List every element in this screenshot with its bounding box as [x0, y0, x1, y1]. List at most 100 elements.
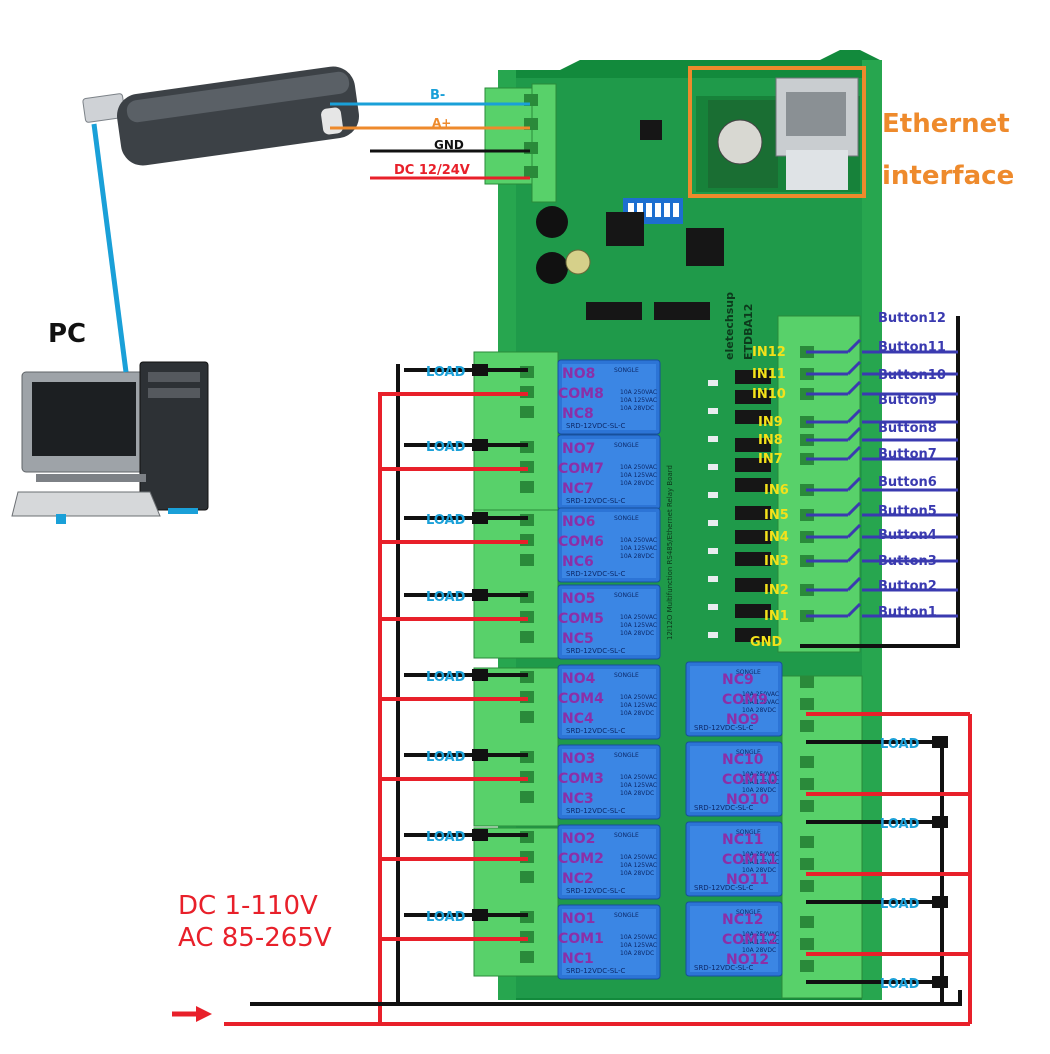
input-label: IN9: [758, 415, 783, 430]
relay-no-label: NO4: [562, 671, 596, 687]
relay-nc-label: NC12: [722, 912, 763, 928]
button-switch-icon: [846, 602, 862, 618]
input-label: IN6: [764, 483, 789, 498]
chip-2: [586, 302, 642, 320]
load-label: LOAD: [426, 590, 466, 605]
relay-spec-text: 10A 28VDC: [620, 480, 654, 487]
relay-spec-text: 10A 125VAC: [620, 942, 657, 949]
power-a-label: A+: [432, 116, 451, 130]
input-label: IN7: [758, 452, 783, 467]
load-resistor-icon: [932, 816, 948, 828]
relay-nc-label: NC4: [562, 711, 594, 727]
relay-com-label: COM8: [558, 386, 604, 402]
button-label: Button5: [878, 504, 937, 519]
usb-cable: [91, 123, 129, 373]
relay-nc-label: NC10: [722, 752, 764, 768]
relay-spec-text: 10A 28VDC: [620, 950, 654, 957]
button-switch-icon: [846, 547, 862, 563]
relay-brand-text: SONGLE: [736, 909, 761, 916]
load-resistor-icon: [472, 364, 488, 376]
input-label: IN1: [764, 609, 789, 624]
relay-no-label: NO3: [562, 751, 595, 767]
relay-spec-text: 10A 250VAC: [620, 464, 657, 471]
relay-spec-text: 10A 250VAC: [620, 389, 657, 396]
relay-com-label: COM11: [722, 852, 778, 868]
relay-spec-text: 10A 250VAC: [742, 771, 779, 778]
relay-spec-text: 10A 250VAC: [620, 537, 657, 544]
relay-nc-label: NC6: [562, 554, 594, 570]
relay-brand-text: SONGLE: [614, 367, 639, 374]
relay-spec-text: 10A 28VDC: [620, 553, 654, 560]
power-gnd-label: GND: [434, 138, 464, 152]
relay-model-text: SRD-12VDC-SL-C: [694, 884, 753, 892]
load-label: LOAD: [426, 513, 466, 528]
relay-no-label: NO1: [562, 911, 595, 927]
relay-no-label: NO10: [726, 792, 769, 808]
relay-brand-text: SONGLE: [736, 829, 761, 836]
chip-3: [654, 302, 710, 320]
relay-model-text: SRD-12VDC-SL-C: [694, 724, 753, 732]
relay-no-label: NO12: [726, 952, 769, 968]
load-resistor-icon: [932, 976, 948, 988]
button-label: Button1: [878, 605, 937, 620]
supply-label-line2: AC 85-265V: [178, 923, 332, 953]
relay-spec-text: 10A 250VAC: [742, 691, 779, 698]
relay-brand-text: SONGLE: [614, 752, 639, 759]
input-label: IN4: [764, 530, 789, 545]
button-label: Button6: [878, 475, 937, 490]
load-label: LOAD: [426, 670, 466, 685]
relay-spec-text: 10A 125VAC: [742, 779, 779, 786]
relay-brand-text: SONGLE: [614, 672, 639, 679]
button-label: Button12: [878, 311, 946, 326]
relay-no-label: NO5: [562, 591, 595, 607]
input-common-wire: [800, 316, 960, 648]
pc-computer-icon: [11, 361, 209, 524]
gnd-label: GND: [750, 635, 783, 650]
board-description: 12I12O Multifunction RS485/Ethernet Rela…: [666, 465, 674, 640]
left-terminal-block: [473, 351, 559, 511]
power-b-label: B-: [430, 88, 445, 103]
relay-brand-text: SONGLE: [614, 832, 639, 839]
relay-com-label: COM3: [558, 771, 604, 787]
button-label: Button3: [878, 554, 937, 569]
relay-spec-text: 10A 125VAC: [620, 622, 657, 629]
load-label: LOAD: [426, 830, 466, 845]
relay-spec-text: 10A 28VDC: [742, 947, 776, 954]
button-label: Button10: [878, 368, 946, 383]
load-label: LOAD: [880, 817, 920, 832]
relay-spec-text: 10A 250VAC: [620, 774, 657, 781]
relay-spec-text: 10A 28VDC: [620, 790, 654, 797]
load-resistor-icon: [932, 896, 948, 908]
button-switch-icon: [846, 523, 862, 539]
relay-model-text: SRD-12VDC-SL-C: [566, 647, 625, 655]
left-terminal-block: [473, 827, 559, 977]
load-resistor-icon: [472, 669, 488, 681]
relay-spec-text: 10A 28VDC: [620, 405, 654, 412]
load-label: LOAD: [880, 737, 920, 752]
board-model: ETDBA12: [742, 304, 755, 360]
button-label: Button11: [878, 340, 946, 355]
button-switch-icon: [846, 576, 862, 592]
relay-model-text: SRD-12VDC-SL-C: [566, 422, 625, 430]
relay-spec-text: 10A 28VDC: [620, 710, 654, 717]
button-label: Button4: [878, 528, 937, 543]
button-label: Button7: [878, 447, 937, 462]
relay-spec-text: 10A 250VAC: [620, 614, 657, 621]
relay-spec-text: 10A 250VAC: [742, 931, 779, 938]
left-terminal-block: [473, 509, 559, 659]
load-resistor-icon: [472, 829, 488, 841]
input-label: IN8: [758, 433, 783, 448]
relay-spec-text: 10A 28VDC: [742, 787, 776, 794]
relay-nc-label: NC11: [722, 832, 763, 848]
load-label: LOAD: [880, 977, 920, 992]
load-resistor-icon: [472, 439, 488, 451]
relay-model-text: SRD-12VDC-SL-C: [694, 804, 753, 812]
